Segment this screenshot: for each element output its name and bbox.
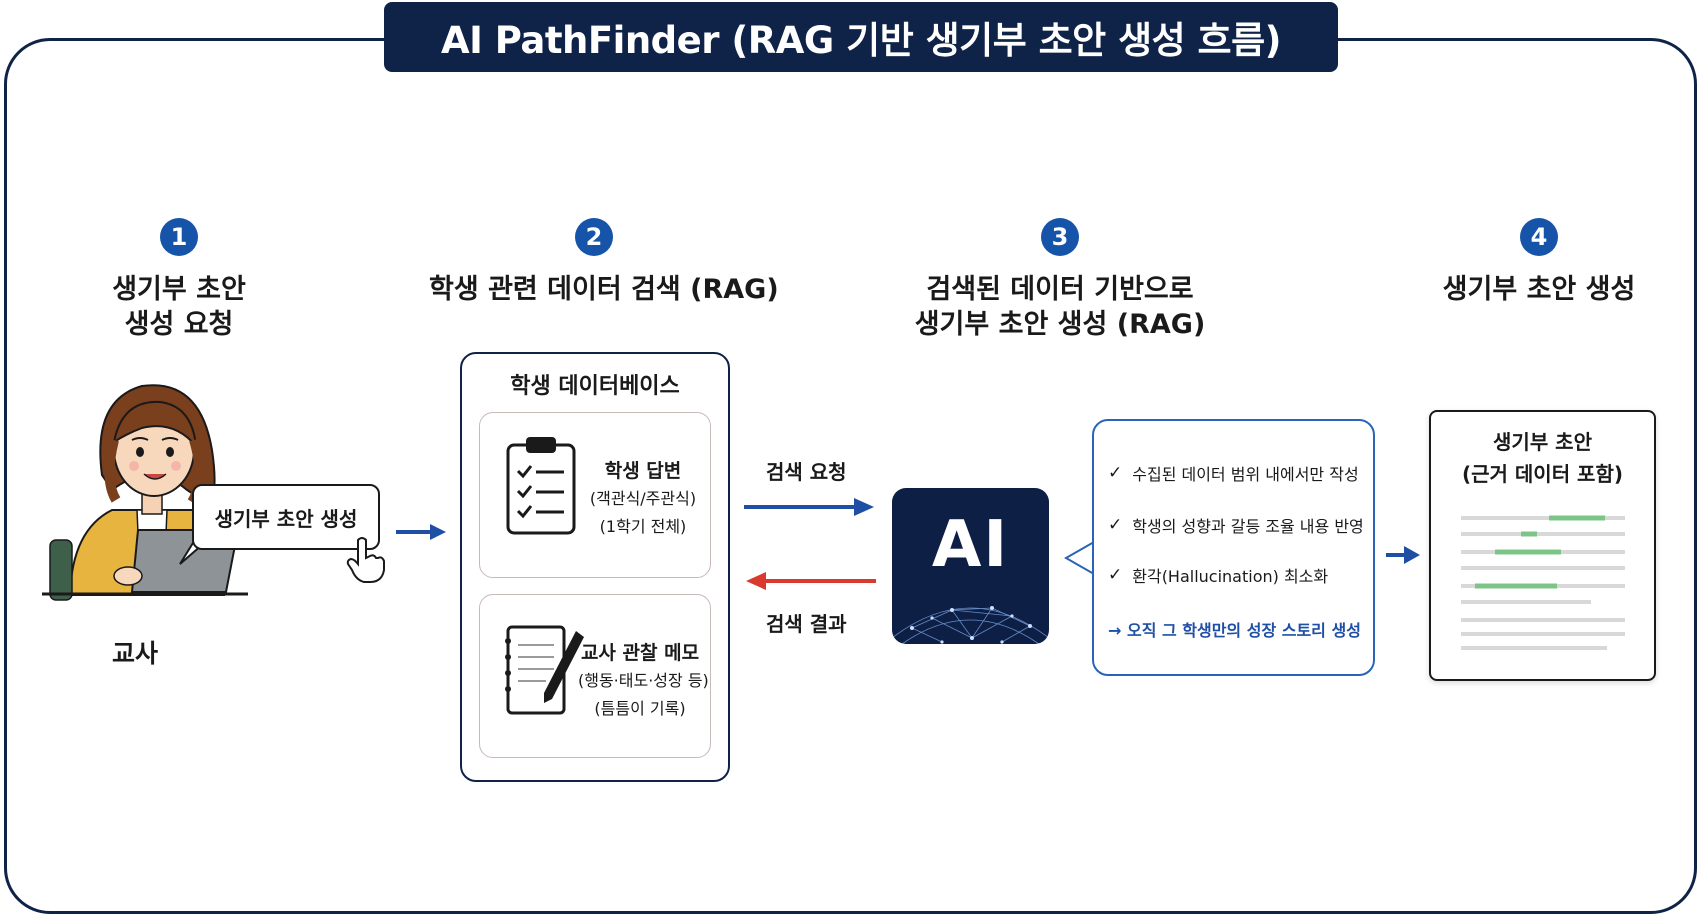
student-answers-text: 학생 답변 (객관식/주관식) (1학기 전체) bbox=[588, 457, 698, 541]
arrow-to-database bbox=[396, 524, 446, 540]
step-4-title-line1: 생기부 초안 생성 bbox=[1442, 274, 1636, 305]
rule-conclusion: → 오직 그 학생만의 성장 스토리 생성 bbox=[1108, 621, 1361, 640]
step-3-title: 검색된 데이터 기반으로 생기부 초안 생성 (RAG) bbox=[910, 272, 1210, 342]
student-database-panel: 학생 데이터베이스 학생 답변 (객관식/주관식) (1학기 전체) bbox=[460, 352, 730, 782]
step-3-badge: 3 bbox=[1041, 218, 1079, 256]
check-icon: ✓ bbox=[1108, 565, 1123, 585]
step-1-title: 생기부 초안 생성 요청 bbox=[79, 272, 279, 342]
teacher-memo-text: 교사 관찰 메모 (행동·태도·성장 등) (틈틈이 기록) bbox=[578, 639, 709, 723]
ai-label: AI bbox=[931, 508, 1010, 582]
teacher-memo-sub1: (행동·태도·성장 등) bbox=[578, 671, 709, 690]
document-lines-icon bbox=[1461, 515, 1625, 650]
step-1-title-line2: 생성 요청 bbox=[124, 309, 234, 340]
rule-text: 학생의 성향과 갈등 조율 내용 반영 bbox=[1132, 517, 1364, 536]
search-result-arrow bbox=[746, 572, 876, 590]
clipboard-checklist-icon bbox=[506, 437, 576, 535]
teacher-illustration bbox=[42, 384, 248, 601]
notebook-pencil-icon bbox=[505, 625, 584, 715]
diagram-frame bbox=[4, 38, 1697, 914]
diagram-title: AI PathFinder (RAG 기반 생기부 초안 생성 흐름) bbox=[384, 2, 1338, 72]
ai-engine-box: AI bbox=[892, 488, 1049, 644]
arrow-to-draft bbox=[1386, 546, 1420, 564]
check-icon: ✓ bbox=[1108, 463, 1123, 483]
step-4-title: 생기부 초안 생성 bbox=[1419, 272, 1659, 307]
teacher-label: 교사 bbox=[112, 639, 159, 668]
rule-item: ✓ 환각(Hallucination) 최소화 bbox=[1108, 563, 1328, 587]
teacher-memo-card: 교사 관찰 메모 (행동·태도·성장 등) (틈틈이 기록) bbox=[479, 594, 711, 758]
step-2-badge: 2 bbox=[575, 218, 613, 256]
student-answers-card: 학생 답변 (객관식/주관식) (1학기 전체) bbox=[479, 412, 711, 578]
database-title: 학생 데이터베이스 bbox=[510, 374, 680, 399]
search-result-label: 검색 결과 bbox=[766, 612, 847, 636]
neural-network-icon bbox=[892, 606, 1049, 644]
rule-item: ✓ 수집된 데이터 범위 내에서만 작성 bbox=[1108, 461, 1359, 485]
draft-document: 생기부 초안 (근거 데이터 포함) bbox=[1429, 410, 1656, 681]
search-request-label: 검색 요청 bbox=[766, 460, 847, 484]
step-4-badge: 4 bbox=[1520, 218, 1558, 256]
check-icon: ✓ bbox=[1108, 515, 1123, 535]
rule-item: ✓ 학생의 성향과 갈등 조율 내용 반영 bbox=[1108, 513, 1364, 537]
request-bubble[interactable]: 생기부 초안 생성 bbox=[192, 484, 380, 550]
step-2-title: 학생 관련 데이터 검색 (RAG) bbox=[429, 272, 779, 307]
generation-rules-box: ✓ 수집된 데이터 범위 내에서만 작성 ✓ 학생의 성향과 갈등 조율 내용 … bbox=[1092, 419, 1375, 676]
rule-text: 환각(Hallucination) 최소화 bbox=[1132, 567, 1329, 586]
step-1-title-line1: 생기부 초안 bbox=[112, 274, 246, 305]
student-answers-sub2: (1학기 전체) bbox=[599, 517, 687, 536]
student-answers-title: 학생 답변 bbox=[604, 460, 682, 482]
step-3-title-line2: 생기부 초안 생성 (RAG) bbox=[914, 309, 1206, 340]
draft-title: 생기부 초안 (근거 데이터 포함) bbox=[1431, 426, 1654, 490]
search-request-arrow bbox=[744, 498, 874, 516]
draft-title-line1: 생기부 초안 bbox=[1493, 430, 1592, 454]
step-3-title-line1: 검색된 데이터 기반으로 bbox=[926, 274, 1194, 305]
draft-title-line2: (근거 데이터 포함) bbox=[1461, 462, 1623, 486]
student-answers-sub1: (객관식/주관식) bbox=[589, 489, 697, 508]
teacher-memo-sub2: (틈틈이 기록) bbox=[594, 699, 686, 718]
step-2-title-line1: 학생 관련 데이터 검색 (RAG) bbox=[429, 274, 779, 305]
rule-text: 수집된 데이터 범위 내에서만 작성 bbox=[1132, 465, 1359, 484]
step-1-badge: 1 bbox=[160, 218, 198, 256]
teacher-memo-title: 교사 관찰 메모 bbox=[580, 642, 700, 664]
pointer-hand-icon bbox=[346, 537, 385, 583]
